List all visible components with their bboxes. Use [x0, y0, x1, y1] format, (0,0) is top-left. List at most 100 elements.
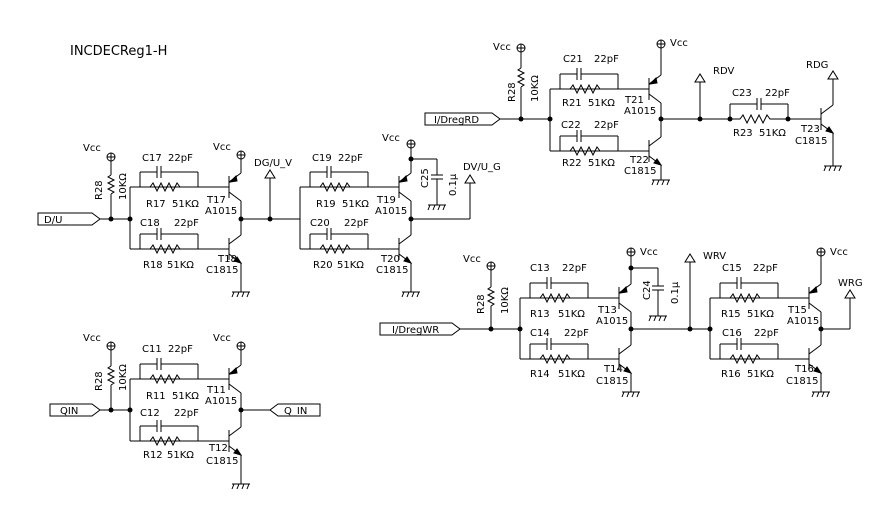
label-stages-3-ruv: 51KΩ [588, 98, 615, 109]
label-stages-0-cuv: 22pF [168, 153, 193, 164]
label-stages-2-rlv: 51KΩ [167, 450, 194, 461]
label-stages-2-tu: T11 [206, 385, 226, 396]
label-stages-3-rb: R28 [507, 82, 518, 102]
ground-symbol [621, 391, 640, 398]
input-port-dreg-rd: I/DregRD [424, 112, 501, 126]
label-c23-cap: C23 [732, 88, 752, 99]
label-inputs-dreg_rd: I/DregRD [434, 115, 479, 126]
label-stages-4-clv: 22pF [564, 328, 589, 339]
label-stages-4-ruv: 51KΩ [558, 309, 585, 320]
label-stages-1-rl: R20 [313, 260, 333, 271]
ground-symbol [231, 483, 250, 490]
label-vcc: Vcc [463, 254, 481, 265]
label-stages-5-ruv: 51KΩ [747, 309, 774, 320]
ground-symbol [648, 315, 667, 322]
label-vcc: Vcc [830, 247, 848, 258]
label-stages-2-tl: T12 [208, 443, 228, 454]
ground-symbol [231, 291, 250, 298]
label-vcc: Vcc [670, 38, 688, 49]
label-stages-0-rl: R18 [143, 260, 163, 271]
vcc-symbol: Vcc [463, 254, 496, 271]
label-stages-4-cuv: 22pF [562, 263, 587, 274]
label-stages-1-rlv: 51KΩ [337, 260, 364, 271]
label-stages-5-tu: T15 [787, 305, 807, 316]
vcc-symbol: Vcc [816, 247, 848, 258]
label-stages-1-ruv: 51KΩ [342, 199, 369, 210]
label-stages-4-tuv: A1015 [596, 316, 628, 327]
label-c24-name: C24 [642, 280, 653, 300]
label-stages-0-clv: 22pF [174, 218, 199, 229]
vcc-symbol: Vcc [213, 142, 246, 160]
label-stages-4-tl: T14 [603, 364, 623, 375]
label-stages-2-clv: 22pF [174, 408, 199, 419]
capacitor-c24: C24 0.1μ [642, 280, 681, 304]
label-stages-0-tu: T17 [206, 195, 226, 206]
label-stages-0-rbv: 10KΩ [118, 173, 129, 200]
label-stages-3-tuv: A1015 [624, 106, 656, 117]
label-stages-5-cu: C15 [722, 263, 742, 274]
label-stages-0-tuv: A1015 [205, 206, 237, 217]
label-inputs-qin: QIN [60, 406, 78, 417]
label-stages-5-cl: C16 [722, 328, 742, 339]
label-c24-value: 0.1μ [670, 281, 681, 304]
label-stages-5-rl: R16 [721, 369, 741, 380]
label-c23-tr: T23 [800, 124, 820, 135]
label-stages-1-cl: C20 [310, 218, 330, 229]
input-port-du: D/U_ [37, 212, 101, 226]
label-nets-dvu_g: DV/U_G [463, 162, 501, 173]
label-stages-1-ru: R19 [316, 199, 336, 210]
label-stages-0-tlv: C1815 [206, 265, 238, 276]
vcc-symbol: Vcc [656, 38, 688, 49]
label-stages-4-tlv: C1815 [596, 376, 628, 387]
label-stages-1-clv: 22pF [344, 218, 369, 229]
label-inputs-du: D/U_ [44, 215, 68, 226]
vcc-symbol: Vcc [626, 247, 658, 258]
label-stages-2-rl: R12 [143, 450, 163, 461]
label-nets-q_in_out: Q_IN [284, 406, 307, 417]
label-stages-3-rbv: 10KΩ [530, 75, 541, 102]
label-vcc: Vcc [83, 333, 101, 344]
label-vcc: Vcc [640, 247, 658, 258]
net-flag-wrg [844, 289, 856, 299]
label-stages-5-tuv: A1015 [787, 316, 819, 327]
diagram-title: INCDECReg1-H [70, 44, 167, 59]
label-stages-1-cu: C19 [312, 153, 332, 164]
label-stages-2-ru: R11 [146, 391, 166, 402]
label-c25-name: C25 [420, 168, 431, 188]
input-port-qin: QIN [49, 403, 101, 417]
label-stages-4-rbv: 10KΩ [500, 287, 511, 314]
label-nets-rdg: RDG [806, 60, 828, 71]
label-stages-0-rb: R28 [94, 180, 105, 200]
label-stages-0-cl: C18 [140, 218, 160, 229]
label-stages-5-tlv: C1815 [786, 376, 818, 387]
label-stages-2-tuv: A1015 [205, 396, 237, 407]
label-c23-trv: C1815 [795, 136, 827, 147]
label-stages-3-ru: R21 [562, 98, 582, 109]
ground-symbol [401, 291, 420, 298]
label-stages-4-rl: R14 [530, 369, 550, 380]
label-stages-5-rlv: 51KΩ [747, 369, 774, 380]
label-vcc: Vcc [83, 143, 101, 154]
label-stages-1-tuv: A1015 [375, 206, 407, 217]
label-stages-1-cuv: 22pF [338, 153, 363, 164]
net-flag-rdg [827, 70, 839, 80]
label-c23-capv: 22pF [765, 88, 790, 99]
label-stages-1-tlv: C1815 [376, 265, 408, 276]
label-stages-0-cu: C17 [142, 153, 162, 164]
label-stages-4-rb: R28 [476, 294, 487, 314]
label-vcc: Vcc [213, 333, 231, 344]
label-stages-3-tlv: C1815 [624, 166, 656, 177]
label-stages-2-cl: C12 [140, 408, 160, 419]
label-stages-0-rlv: 51KΩ [167, 260, 194, 271]
